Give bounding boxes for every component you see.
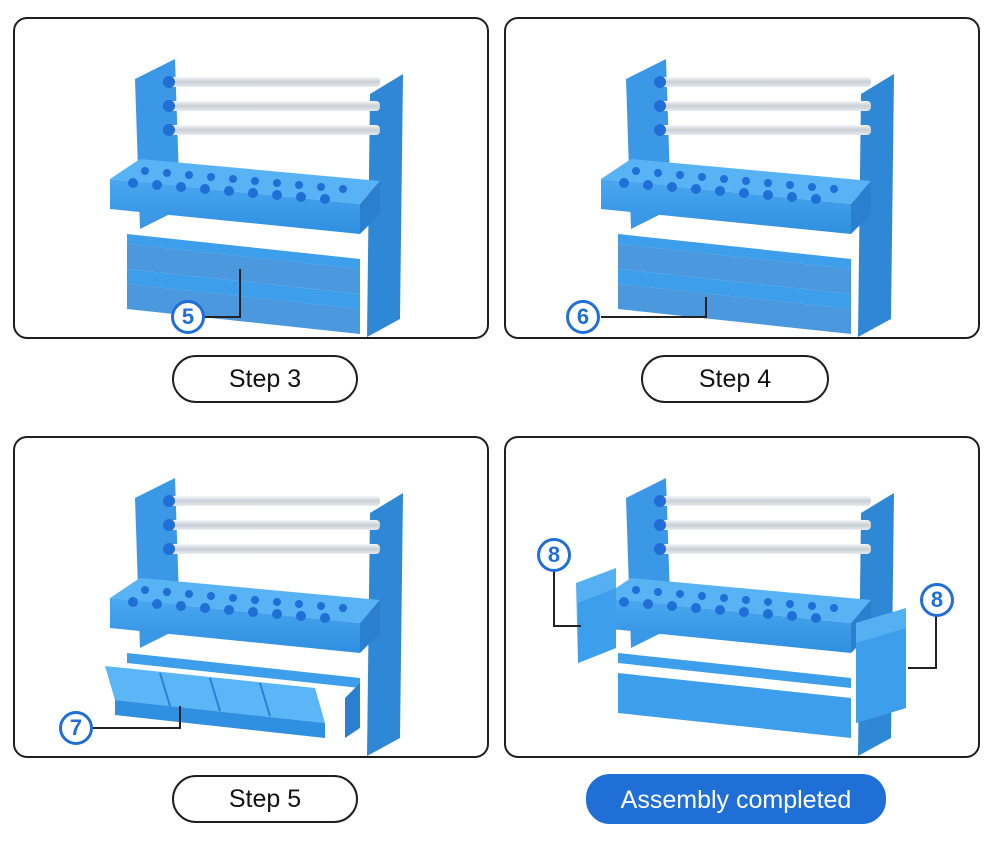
step-label: Step 3 [172,355,358,403]
panel-assembly-completed: 8 8 [504,436,980,758]
panel-step-5: 7 [13,436,489,758]
callout-number: 5 [171,300,205,334]
leader-line [93,706,181,729]
callout-number: 8 [920,583,954,617]
tool-rack-illustration [105,478,403,756]
step-label: Step 4 [641,355,829,403]
tool-rack-illustration [576,478,906,756]
panel-step-4: 6 [504,17,980,339]
assembly-completed-badge: Assembly completed [586,774,886,824]
panel-step-3: 5 [13,17,489,339]
callout-number: 7 [59,711,93,745]
step-label: Step 5 [172,775,358,823]
callout-number: 8 [537,538,571,572]
leader-line [553,570,937,669]
callout-number: 6 [566,300,600,334]
leader-line [205,269,241,318]
leader-line [601,297,707,318]
